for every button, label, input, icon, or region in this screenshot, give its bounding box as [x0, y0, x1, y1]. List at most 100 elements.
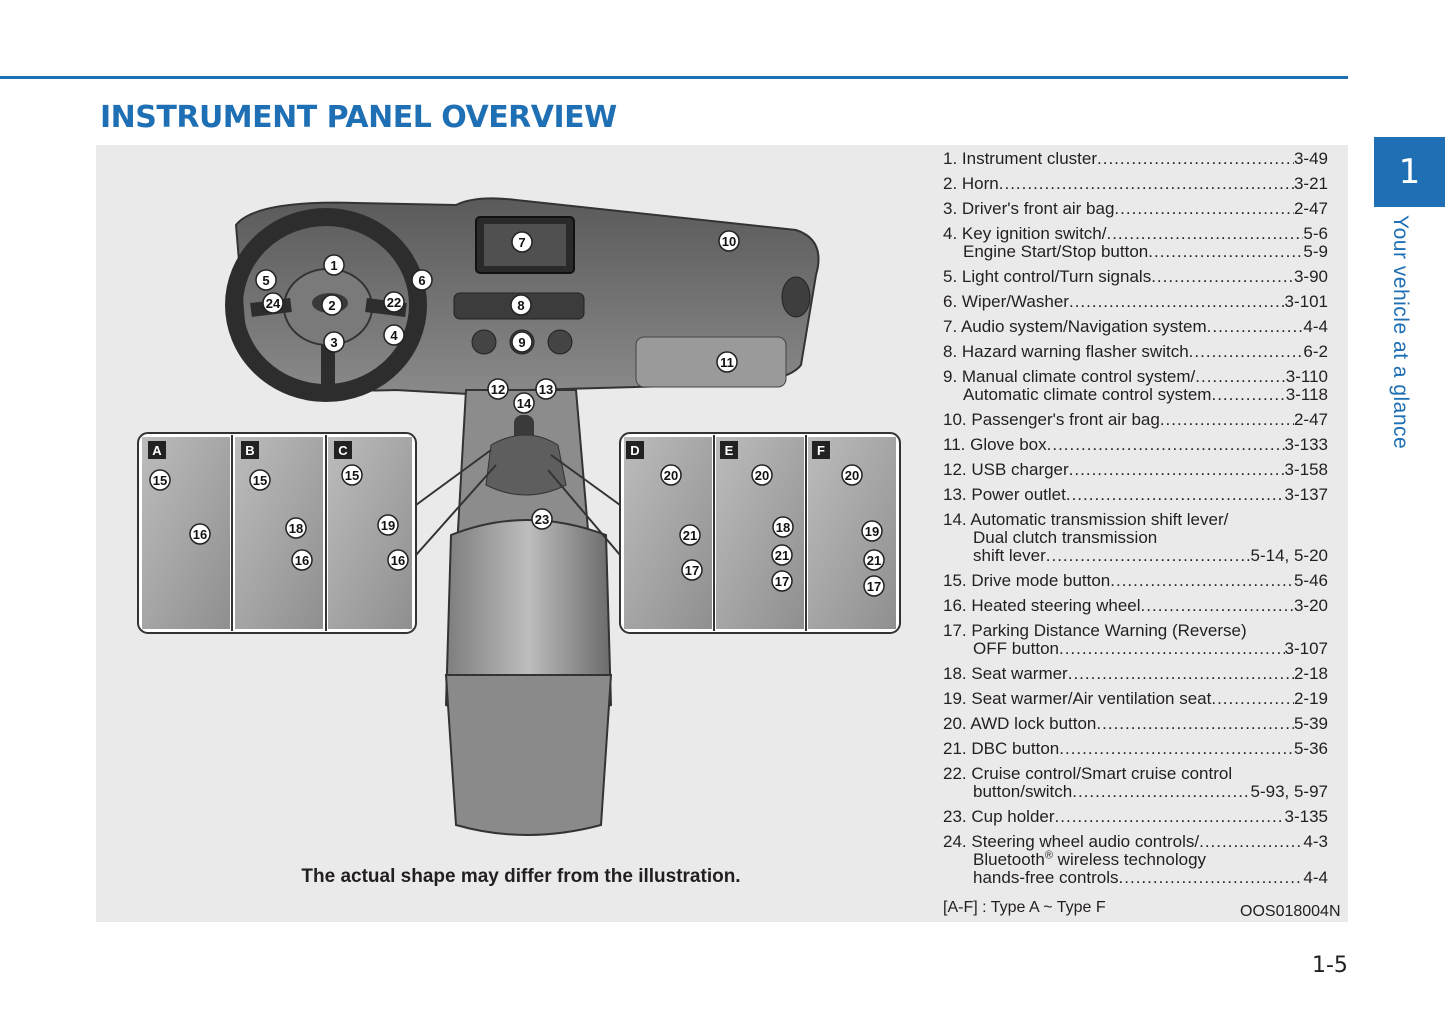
svg-text:3: 3 [330, 335, 337, 350]
legend-item-9: 9. Manual climate control system/ 3-110 … [943, 368, 1328, 404]
marker-16a: 16 [189, 523, 211, 545]
legend-item-5: 5. Light control/Turn signals 3-90 [943, 268, 1328, 286]
legend-item-3: 3. Driver's front air bag 2-47 [943, 200, 1328, 218]
type-footnote: [A-F] : Type A ~ Type F [943, 899, 1106, 916]
chapter-title: Your vehicle at a glance [1389, 215, 1412, 450]
svg-text:17: 17 [867, 579, 881, 594]
marker-21f: 21 [863, 549, 885, 571]
svg-text:14: 14 [517, 396, 532, 411]
marker-16b: 16 [291, 549, 313, 571]
marker-7: 7 [511, 231, 533, 253]
marker-24: 24 [262, 292, 284, 314]
inset-label-b: B [245, 443, 254, 458]
marker-11: 11 [716, 351, 738, 373]
marker-20e: 20 [751, 464, 773, 486]
legend-item-24: 24. Steering wheel audio controls/ 4-3 B… [943, 833, 1328, 887]
marker-15a: 15 [149, 469, 171, 491]
svg-text:11: 11 [720, 355, 734, 370]
svg-text:9: 9 [518, 335, 525, 350]
inset-label-c: C [338, 443, 348, 458]
svg-text:21: 21 [683, 528, 697, 543]
marker-17f: 17 [863, 575, 885, 597]
marker-19c: 19 [377, 514, 399, 536]
marker-3: 3 [323, 331, 345, 353]
marker-4: 4 [383, 324, 405, 346]
marker-17d: 17 [681, 559, 703, 581]
legend-item-10: 10. Passenger's front air bag 2-47 [943, 411, 1328, 429]
glove-box [635, 336, 787, 388]
svg-text:20: 20 [755, 468, 769, 483]
marker-20d: 20 [660, 464, 682, 486]
legend-list: 1. Instrument cluster3-49 2. Horn 3-21 3… [943, 150, 1328, 894]
inset-label-d: D [630, 443, 639, 458]
marker-18b: 18 [285, 517, 307, 539]
svg-text:15: 15 [345, 468, 359, 483]
svg-text:21: 21 [775, 548, 789, 563]
svg-text:20: 20 [845, 468, 859, 483]
legend-item-16: 16. Heated steering wheel 3-20 [943, 597, 1328, 615]
svg-text:15: 15 [153, 473, 167, 488]
svg-text:12: 12 [491, 382, 505, 397]
inset-group-abc: A B C [137, 432, 417, 634]
svg-text:18: 18 [776, 520, 790, 535]
marker-6: 6 [411, 269, 433, 291]
legend-item-18: 18. Seat warmer 2-18 [943, 665, 1328, 683]
marker-10: 10 [718, 230, 740, 252]
legend-item-23: 23. Cup holder 3-135 [943, 808, 1328, 826]
svg-text:13: 13 [539, 382, 553, 397]
svg-text:16: 16 [295, 553, 309, 568]
legend-item-11: 11. Glove box 3-133 [943, 436, 1328, 454]
legend-item-1: 1. Instrument cluster3-49 [943, 150, 1328, 168]
marker-23: 23 [531, 508, 553, 530]
svg-text:21: 21 [867, 553, 881, 568]
page-title: INSTRUMENT PANEL OVERVIEW [100, 100, 617, 135]
svg-text:8: 8 [517, 298, 524, 313]
marker-22: 22 [383, 291, 405, 313]
marker-1: 1 [323, 254, 345, 276]
legend-item-21: 21. DBC button5-36 [943, 740, 1328, 758]
marker-12: 12 [487, 378, 509, 400]
steering-wheel [225, 208, 427, 402]
svg-text:23: 23 [535, 512, 549, 527]
legend-item-6: 6. Wiper/Washer 3-101 [943, 293, 1328, 311]
svg-text:19: 19 [865, 524, 879, 539]
svg-text:10: 10 [722, 234, 736, 249]
svg-text:24: 24 [266, 296, 281, 311]
svg-text:18: 18 [289, 521, 303, 536]
marker-14: 14 [513, 392, 535, 414]
legend-item-7: 7. Audio system/Navigation system 4-4 [943, 318, 1328, 336]
svg-text:5: 5 [262, 273, 269, 288]
marker-8: 8 [510, 294, 532, 316]
legend-item-17: 17. Parking Distance Warning (Reverse) O… [943, 622, 1328, 658]
marker-21e: 21 [771, 544, 793, 566]
legend-item-13: 13. Power outlet 3-137 [943, 486, 1328, 504]
legend-item-12: 12. USB charger3-158 [943, 461, 1328, 479]
svg-text:2: 2 [328, 298, 335, 313]
legend-item-2: 2. Horn 3-21 [943, 175, 1328, 193]
legend-item-14: 14. Automatic transmission shift lever/ … [943, 511, 1328, 565]
marker-18e: 18 [772, 516, 794, 538]
marker-13: 13 [535, 378, 557, 400]
page-number: 1-5 [1312, 953, 1348, 978]
svg-text:16: 16 [391, 553, 405, 568]
illustration-caption: The actual shape may differ from the ill… [301, 866, 741, 887]
chapter-tab: 1 [1374, 137, 1445, 207]
svg-text:20: 20 [664, 468, 678, 483]
marker-15c: 15 [341, 464, 363, 486]
inset-label-bg [148, 441, 166, 459]
svg-text:19: 19 [381, 518, 395, 533]
svg-text:22: 22 [387, 295, 401, 310]
svg-text:15: 15 [253, 473, 267, 488]
marker-9: 9 [511, 331, 533, 353]
marker-21d: 21 [679, 524, 701, 546]
figure-code: OOS018004N [1240, 903, 1341, 920]
legend-item-8: 8. Hazard warning flasher switch 6-2 [943, 343, 1328, 361]
marker-2: 2 [321, 294, 343, 316]
marker-15b: 15 [249, 469, 271, 491]
legend-item-22: 22. Cruise control/Smart cruise control … [943, 765, 1328, 801]
top-rule [0, 76, 1348, 79]
instrument-panel-illustration: A B C D E F 1 2 3 4 5 6 7 8 9 10 11 12 1… [137, 197, 901, 836]
marker-19f: 19 [861, 520, 883, 542]
svg-text:4: 4 [390, 328, 398, 343]
inset-label-a: A [152, 443, 162, 458]
